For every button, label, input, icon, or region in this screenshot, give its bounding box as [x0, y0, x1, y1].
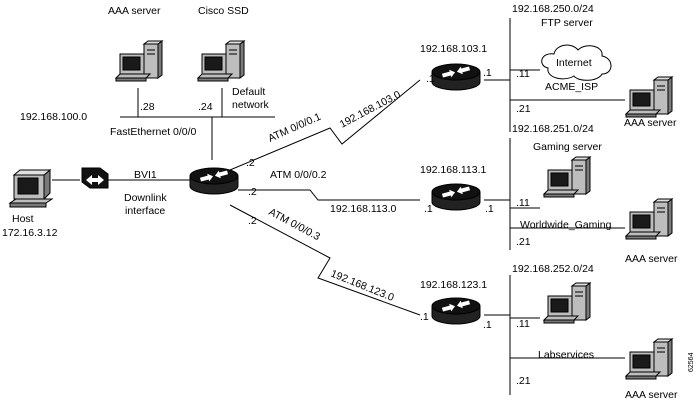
acme-isp-label: ACME_ISP [545, 81, 598, 93]
aaa-server-r3-icon [625, 338, 673, 380]
host-pc-icon [9, 169, 53, 208]
labservices-label: Labservices [538, 349, 594, 361]
gaming-server-label: Gaming server [533, 141, 602, 153]
r3-out-port: .1 [483, 319, 492, 331]
host-label: Host [12, 213, 34, 225]
atm-3-link [229, 204, 421, 316]
router-113-ip: 192.168.113.1 [420, 164, 487, 176]
atm-2-link [238, 189, 420, 201]
port-21-b: .21 [516, 236, 531, 248]
default-network-label-2: network [232, 99, 270, 111]
internet-cloud-icon [541, 44, 612, 81]
atm-3-label: ATM 0/0/0.3 [267, 206, 323, 243]
port-21-c: .21 [516, 375, 531, 387]
bridge-icon [81, 167, 109, 189]
net-103-label: 192.168.103.0 [338, 88, 403, 130]
cisco-ssd-label: Cisco SSD [198, 5, 249, 17]
router-123-ip: 192.168.123.1 [420, 279, 487, 291]
net-113-label: 192.168.113.0 [330, 203, 397, 215]
atm-1-link [229, 79, 421, 171]
labservices-server-icon [543, 282, 591, 324]
router-103-icon [431, 63, 481, 91]
net-100-label: 192.168.100.0 [20, 111, 87, 123]
default-network-label-1: Default [232, 86, 265, 98]
aaa-server-r3-label: AAA server [625, 389, 678, 401]
downlink-label-2: interface [125, 205, 165, 217]
port-11-b: .11 [516, 197, 530, 209]
fastethernet-label: FastEthernet 0/0/0 [110, 126, 197, 138]
ssg-router-icon [189, 167, 239, 195]
gaming-server-icon [543, 156, 591, 198]
aaa-server-r2-label: AAA server [625, 253, 678, 265]
downlink-label-1: Downlink [124, 192, 167, 204]
port-28-label: .28 [140, 101, 155, 113]
net-252-label: 192.168.252.0/24 [512, 263, 594, 275]
port-11-a: .11 [516, 68, 530, 80]
port-24-label: .24 [198, 101, 213, 113]
router-113-icon [431, 183, 481, 211]
worldwide-gaming-label: Worldwide_Gaming [520, 219, 612, 231]
atm-2-label: ATM 0/0/0.2 [270, 169, 327, 181]
net-251-label: 192.168.251.0/24 [512, 123, 594, 135]
ssg-port-2-b: .2 [248, 186, 257, 198]
host-ip-label: 172.16.3.12 [2, 227, 58, 239]
aaa-server-top-label: AAA server [108, 5, 161, 17]
atm-1-label: ATM 0/0/0.1 [266, 111, 323, 145]
port-21-a: .21 [516, 103, 531, 115]
bvi1-label: BVI1 [134, 169, 157, 181]
r3-in-port: .1 [420, 311, 429, 323]
r2-in-port: .1 [424, 203, 433, 215]
ssg-port-2-c: .2 [248, 215, 257, 227]
ssg-port-2-a: .2 [246, 157, 255, 169]
port-11-c: .11 [516, 318, 530, 330]
figure-id: 62564 [688, 352, 695, 372]
ftp-server-label: FTP server [541, 17, 593, 29]
router-123-icon [431, 297, 481, 325]
router-103-ip: 192.168.103.1 [420, 43, 487, 55]
cisco-ssd-icon [197, 40, 245, 82]
r1-out-port: .1 [483, 67, 492, 79]
net-250-label: 192.168.250.0/24 [512, 3, 594, 15]
r2-out-port: .1 [485, 203, 494, 215]
aaa-server-r1-icon [625, 76, 673, 118]
r1-in-port: .1 [426, 73, 435, 85]
internet-label: Internet [556, 57, 592, 69]
aaa-server-r1-label: AAA server [624, 117, 677, 129]
aaa-server-r2-icon [625, 198, 673, 240]
aaa-server-top-icon [115, 40, 163, 82]
